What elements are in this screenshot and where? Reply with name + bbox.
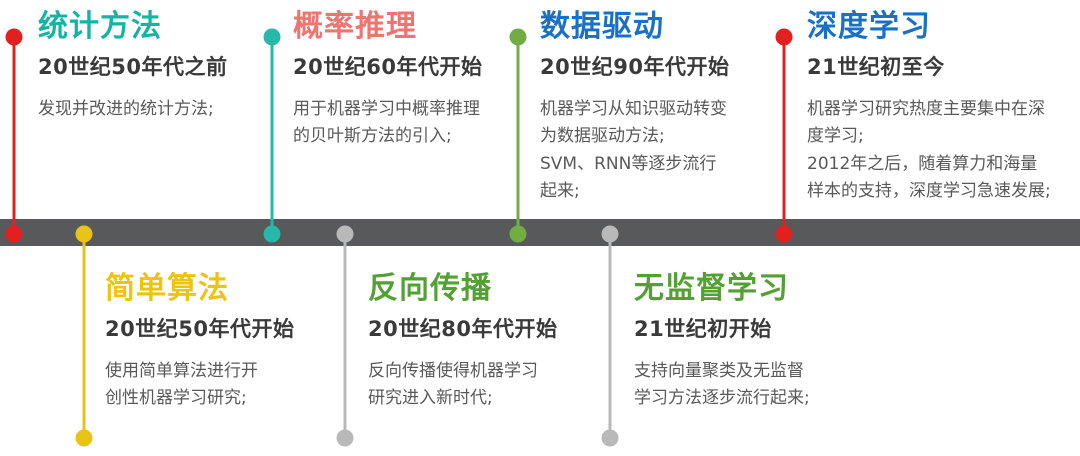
timeline-bar [0,219,1080,246]
connector-line [782,37,786,234]
connector-line [12,37,16,234]
milestone-period: 20世纪90年代开始 [540,54,730,79]
connector-line [82,234,86,438]
milestone-unsupervised-learning: 无监督学习 21世纪初开始 支持向量聚类及无监督 学习方法逐步流行起来; [634,271,859,413]
milestone-period: 20世纪50年代之前 [38,54,228,79]
milestone-description: 机器学习研究热度主要集中在深 度学习; 2012年之后，随着算力和海量 样本的支… [807,98,1051,202]
connector-line [343,234,347,438]
timeline-bar-dot [263,225,281,243]
milestone-title: 概率推理 [293,9,417,44]
milestone-statistical-methods: 统计方法 20世纪50年代之前 发现并改进的统计方法; [38,9,278,123]
timeline-endpoint-dot [75,429,93,447]
milestone-data-driven: 数据驱动 20世纪90年代开始 机器学习从知识驱动转变 为数据驱动方法; SVM… [540,9,765,206]
milestone-title: 深度学习 [807,9,931,44]
timeline-endpoint-dot [336,429,354,447]
connector-line [608,234,612,438]
milestone-description: 用于机器学习中概率推理 的贝叶斯方法的引入; [293,98,480,147]
milestone-title: 数据驱动 [540,9,664,44]
timeline-endpoint-dot [775,28,793,46]
milestone-deep-learning: 深度学习 21世纪初至今 机器学习研究热度主要集中在深 度学习; 2012年之后… [807,9,1069,206]
milestone-title: 统计方法 [38,9,162,44]
milestone-description: 支持向量聚类及无监督 学习方法逐步流行起来; [634,360,810,409]
timeline-bar-dot [5,225,23,243]
milestone-description: 反向传播使得机器学习 研究进入新时代; [368,360,538,409]
timeline-bar-dot [75,225,93,243]
timeline-bar-dot [601,225,619,243]
milestone-description: 使用简单算法进行开 创性机器学习研究; [105,360,258,409]
milestone-period: 21世纪初开始 [634,316,772,341]
milestone-title: 无监督学习 [634,271,789,306]
timeline-bar-dot [509,225,527,243]
milestone-period: 20世纪60年代开始 [293,54,483,79]
timeline-endpoint-dot [5,28,23,46]
milestone-description: 机器学习从知识驱动转变 为数据驱动方法; SVM、RNN等逐步流行 起来; [540,98,727,202]
timeline-endpoint-dot [601,429,619,447]
milestone-title: 反向传播 [368,271,492,306]
milestone-period: 21世纪初至今 [807,54,945,79]
milestone-description: 发现并改进的统计方法; [38,98,214,119]
milestone-backpropagation: 反向传播 20世纪80年代开始 反向传播使得机器学习 研究进入新时代; [368,271,583,413]
timeline-bar-dot [336,225,354,243]
connector-line [516,37,520,234]
milestone-simple-algorithms: 简单算法 20世纪50年代开始 使用简单算法进行开 创性机器学习研究; [105,271,310,413]
timeline-endpoint-dot [509,28,527,46]
timeline-bar-dot [775,225,793,243]
timeline-endpoint-dot [263,28,281,46]
milestone-period: 20世纪50年代开始 [105,316,295,341]
milestone-period: 20世纪80年代开始 [368,316,558,341]
milestone-title: 简单算法 [105,271,229,306]
milestone-probabilistic-reasoning: 概率推理 20世纪60年代开始 用于机器学习中概率推理 的贝叶斯方法的引入; [293,9,523,151]
connector-line [270,37,274,234]
